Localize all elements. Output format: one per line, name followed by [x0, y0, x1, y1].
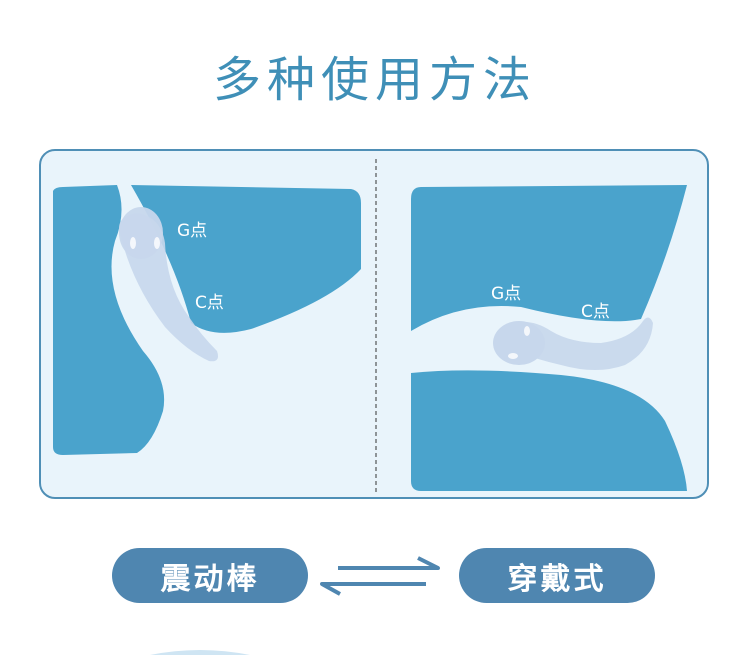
left-device-head [119, 207, 163, 259]
decorative-arc [150, 650, 250, 655]
left-scene: G点 C点 [53, 185, 361, 455]
right-scene: G点 C点 [411, 185, 687, 491]
right-g-label: G点 [491, 284, 521, 304]
right-tissue-lower [411, 370, 687, 491]
wearable-mode-button[interactable]: 穿戴式 [459, 548, 655, 603]
left-device-highlight-1 [130, 237, 136, 249]
page-title: 多种使用方法 [212, 52, 537, 108]
left-g-label: G点 [177, 221, 207, 241]
right-device-highlight-2 [524, 326, 530, 336]
left-c-label: C点 [195, 293, 224, 313]
switch-arrows-icon [320, 556, 440, 596]
left-device-highlight-2 [154, 237, 160, 249]
right-device-head [493, 321, 545, 365]
usage-diagram: G点 C点 G点 C点 [53, 159, 687, 493]
usage-diagram-panel: G点 C点 G点 C点 [39, 149, 709, 499]
right-c-label: C点 [581, 302, 610, 322]
left-tissue-upper [131, 185, 361, 333]
vibrator-mode-button[interactable]: 震动棒 [112, 548, 308, 603]
left-tissue-lower [53, 185, 165, 455]
right-device-highlight-1 [508, 353, 518, 359]
right-tissue-upper [411, 185, 687, 331]
